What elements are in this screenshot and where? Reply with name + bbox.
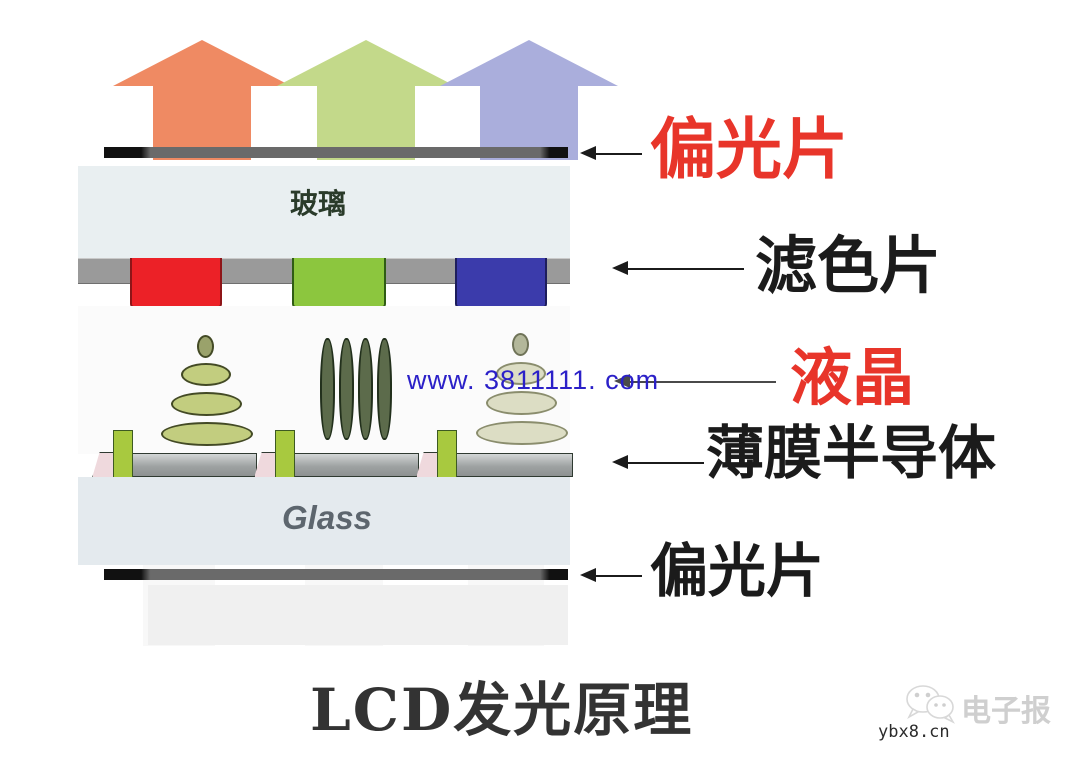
publisher-name: 电子报 <box>961 694 1051 729</box>
tft-electrode-bar <box>281 453 419 477</box>
arrow-head-icon <box>580 568 596 582</box>
publisher-site: ybx8.cn <box>878 722 950 742</box>
lc-molecule <box>320 338 335 440</box>
lc-molecule <box>181 363 231 386</box>
green-arrow-head <box>277 40 455 86</box>
green-light-arrow <box>277 40 455 160</box>
lc-molecule <box>486 391 557 415</box>
label-liquid-crystal: 液晶 <box>790 341 915 414</box>
label-polarizer-top: 偏光片 <box>650 111 848 188</box>
lc-molecule <box>358 338 373 440</box>
blue-light-arrow <box>440 40 618 160</box>
leader-line <box>594 153 642 155</box>
leader-line <box>628 381 776 383</box>
top-glass-layer <box>78 166 570 258</box>
green-arrow-shaft <box>317 80 415 160</box>
top-glass-label: 玻璃 <box>290 187 347 220</box>
leader-line <box>626 462 704 464</box>
lc-molecule <box>496 362 546 385</box>
lc-molecule <box>377 338 392 440</box>
tft-electrode-bar <box>119 453 257 477</box>
wechat-icon <box>906 685 956 724</box>
red-light-arrow <box>113 40 291 160</box>
red-arrow-head <box>113 40 291 86</box>
lc-molecule <box>161 422 253 446</box>
lc-molecule <box>339 338 354 440</box>
arrow-head-icon <box>580 146 596 160</box>
tft-pixel-electrode <box>113 430 133 478</box>
lc-molecule <box>171 392 242 416</box>
diagram-title: LCD发光原理 <box>310 676 694 744</box>
leader-line <box>594 575 642 577</box>
label-polarizer-bottom: 偏光片 <box>650 537 825 605</box>
arrow-head-icon <box>612 261 628 275</box>
leader-line <box>626 268 744 270</box>
label-color-filter: 滤色片 <box>755 229 942 302</box>
bottom-polarizer-layer <box>104 569 568 580</box>
red-subpixel-filter <box>130 258 222 308</box>
lc-molecule <box>476 421 568 445</box>
arrow-head-icon <box>612 455 628 469</box>
red-arrow-shaft <box>153 80 251 160</box>
bottom-glass-label: Glass <box>282 499 372 536</box>
tft-electrode-bar <box>443 453 573 477</box>
arrow-head-icon <box>614 374 630 388</box>
lc-molecule <box>512 333 529 356</box>
tft-pixel-electrode <box>437 430 457 478</box>
backlight-unit <box>148 585 568 645</box>
blue-arrow-head <box>440 40 618 86</box>
tft-pixel-electrode <box>275 430 295 478</box>
blue-arrow-shaft <box>480 80 578 160</box>
lc-molecule <box>197 335 214 358</box>
top-polarizer-layer <box>104 147 568 158</box>
label-tft: 薄膜半导体 <box>706 419 997 487</box>
green-subpixel-filter <box>292 258 386 308</box>
blue-subpixel-filter <box>455 258 547 308</box>
publisher-badge: 电子报 ybx8.cn <box>878 682 1075 744</box>
bottom-glass-layer <box>78 477 570 565</box>
watermark-url: www. 3811111. com <box>407 365 660 395</box>
